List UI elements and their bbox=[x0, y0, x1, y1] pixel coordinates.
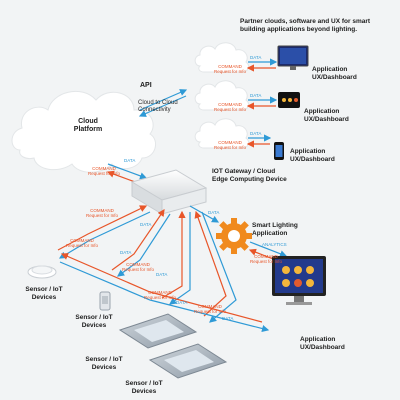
data-tag: DATA bbox=[140, 222, 152, 227]
phone-icon bbox=[274, 142, 284, 160]
data-tag: DATA bbox=[250, 93, 262, 98]
request-tag-text: Request for Info bbox=[143, 295, 177, 300]
cloud-platform-label: Cloud Platform bbox=[73, 118, 103, 133]
request-tag-text: Request for Info bbox=[213, 69, 247, 74]
partner-cloud-icon bbox=[194, 42, 250, 73]
bottom-dashboard-label: Application UX/Dashboard bbox=[300, 336, 345, 351]
gateway-label: IOT Gateway / Cloud Edge Computing Devic… bbox=[212, 168, 287, 183]
api-arrow bbox=[139, 89, 188, 111]
data-tag: DATA bbox=[176, 300, 188, 305]
command-tag-text: COMMAND bbox=[92, 166, 116, 171]
api-label: API bbox=[140, 82, 152, 89]
request-tag-text: Request for Info bbox=[213, 145, 247, 150]
request-tag-text: Request for Info bbox=[249, 259, 283, 264]
api-arrow bbox=[138, 95, 187, 117]
sensor-label: Sensor / IoT Devices bbox=[75, 314, 113, 329]
request-tag-text: Request for Info bbox=[87, 171, 121, 176]
request-tag-text: Request for Info bbox=[193, 309, 227, 314]
request-tag-text: Request for Info bbox=[121, 267, 155, 272]
data-tag: DATA bbox=[156, 272, 168, 277]
command-tag-text: COMMAND bbox=[70, 238, 94, 243]
command-tag-text: COMMAND bbox=[218, 102, 242, 107]
command-tag-text: COMMAND bbox=[198, 304, 222, 309]
sensor-label: Sensor / IoT Devices bbox=[125, 380, 163, 395]
request-tag-text: Request for Info bbox=[85, 213, 119, 218]
app-dashboard-label: Application UX/Dashboard bbox=[304, 108, 349, 123]
data-tag: DATA bbox=[250, 131, 262, 136]
sensor-label: Sensor / IoT Devices bbox=[85, 356, 123, 371]
sensor-label: Sensor / IoT Devices bbox=[25, 286, 63, 301]
data-tag: DATA bbox=[124, 158, 136, 163]
command-tag-text: COMMAND bbox=[90, 208, 114, 213]
partner-cloud-icon bbox=[194, 80, 250, 111]
request-tag-text: Request for Info bbox=[213, 107, 247, 112]
round-sensor-icon bbox=[27, 265, 57, 279]
wall-switch-icon bbox=[99, 291, 111, 311]
cloud-platform-icon bbox=[11, 90, 157, 173]
data-tag: DATA bbox=[120, 250, 132, 255]
dashboard-monitor-icon bbox=[272, 256, 326, 305]
command-tag-text: COMMAND bbox=[148, 290, 172, 295]
data-tag: DATA bbox=[222, 316, 234, 321]
partner-cloud-icon bbox=[194, 118, 250, 149]
command-tag-text: COMMAND bbox=[126, 262, 150, 267]
command-tag-text: COMMAND bbox=[218, 64, 242, 69]
analytics-tag: ANALYTICS bbox=[262, 242, 287, 247]
app-dashboard-label: Application UX/Dashboard bbox=[290, 148, 335, 163]
command-tag-text: COMMAND bbox=[254, 254, 278, 259]
gear-icon bbox=[216, 218, 252, 254]
request-tag-text: Request for Info bbox=[65, 243, 99, 248]
tablet-icon bbox=[278, 92, 300, 108]
app-dashboard-label: Application UX/Dashboard bbox=[312, 66, 357, 81]
light-panel-icon bbox=[148, 343, 228, 379]
smart-lighting-label: Smart Lighting Application bbox=[252, 222, 298, 237]
data-tag: DATA bbox=[208, 210, 220, 215]
command-tag-text: COMMAND bbox=[218, 140, 242, 145]
light-panel-icon bbox=[118, 313, 198, 349]
api-subtitle: Cloud to Cloud Connectivity bbox=[138, 100, 178, 113]
monitor-icon bbox=[277, 45, 309, 70]
partner-description: Partner clouds, software and UX for smar… bbox=[240, 18, 371, 33]
data-tag: DATA bbox=[250, 55, 262, 60]
